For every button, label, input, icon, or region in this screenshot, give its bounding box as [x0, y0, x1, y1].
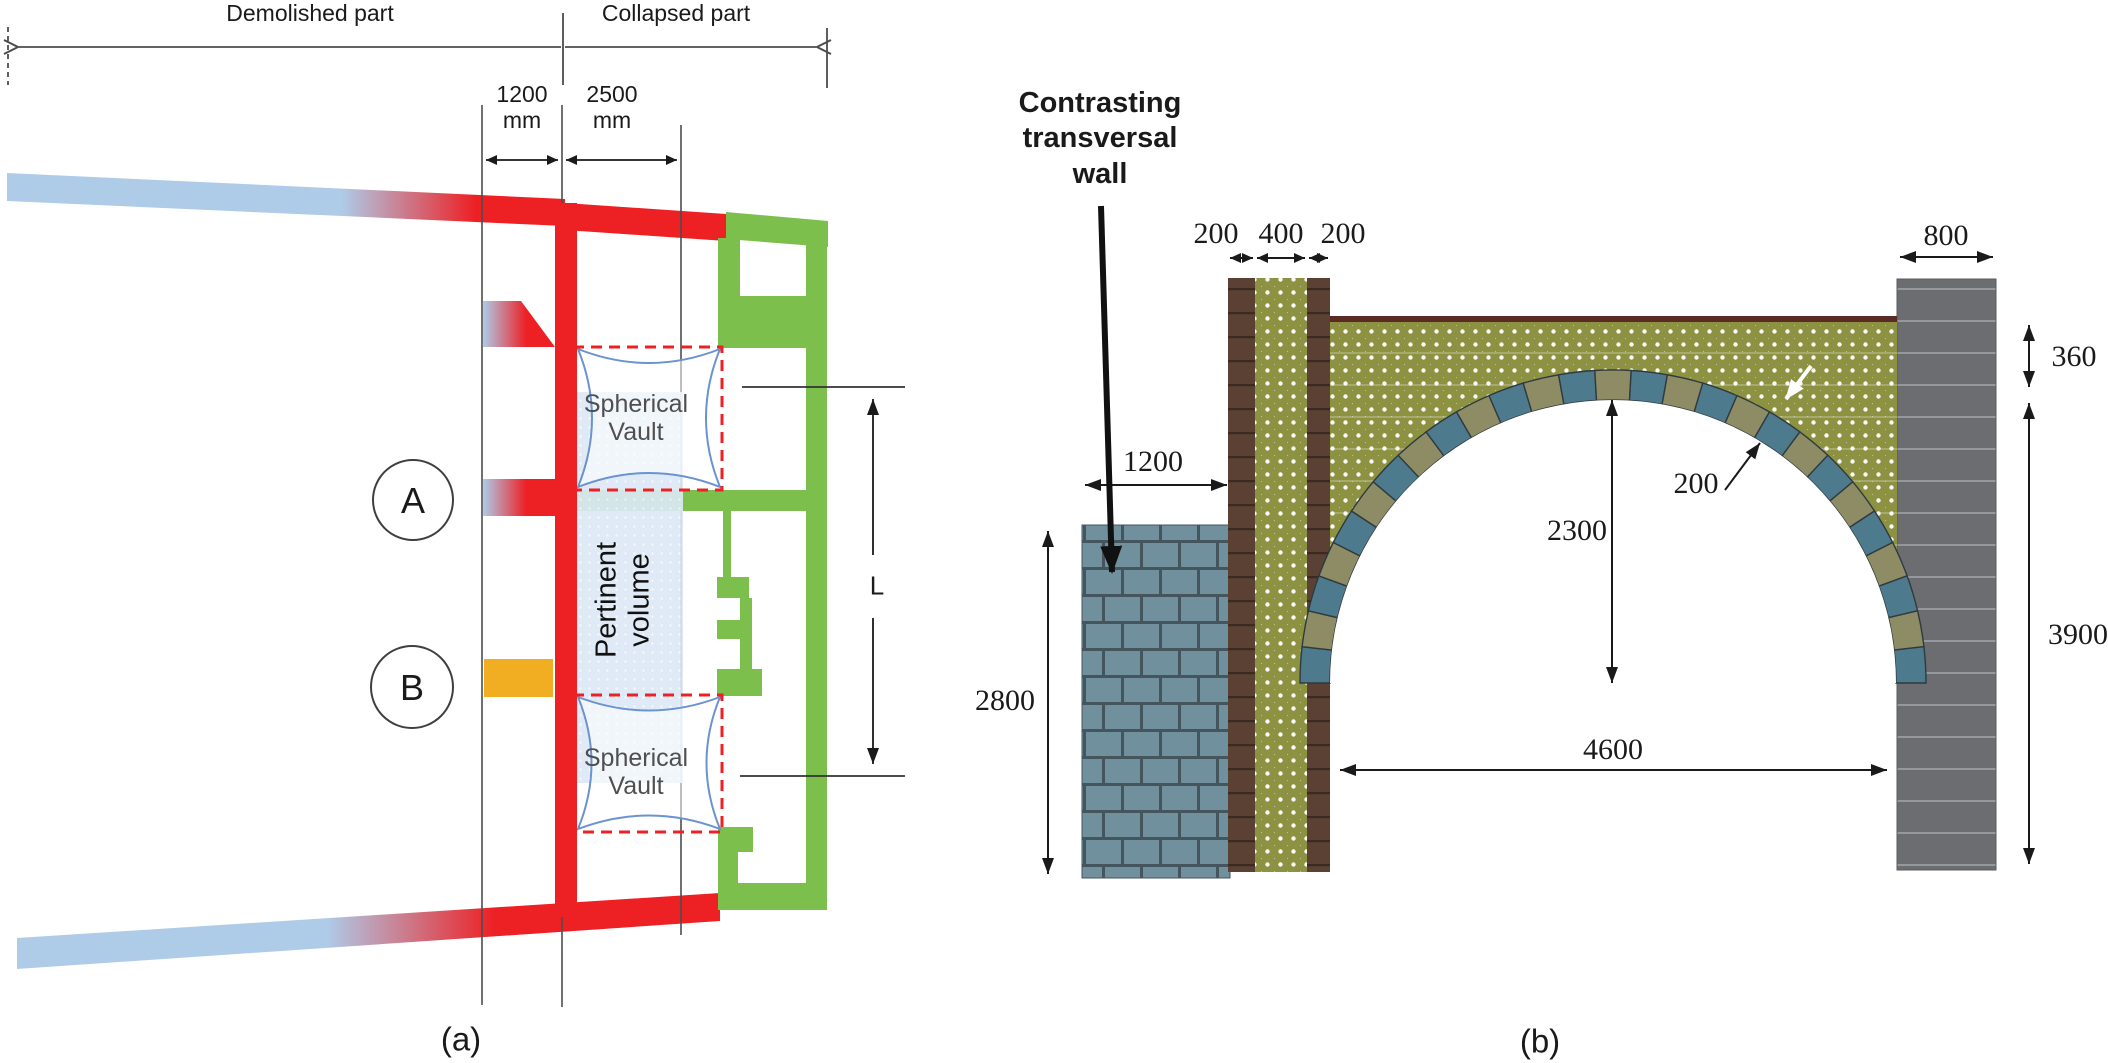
dim-200-left-label: 200 [1193, 217, 1239, 251]
panel-a-graphics [7, 13, 905, 1007]
dim-400-label: 400 [1258, 217, 1304, 251]
marker-b-label: B [399, 666, 425, 708]
dim-2500-unit: mm [592, 106, 632, 133]
annotation-line1: Contrasting [1018, 87, 1182, 119]
spherical-vault-bottom-label: Spherical Vault [584, 744, 688, 800]
pertinent-volume-label: Pertinent volume [591, 542, 658, 658]
spandrel-cap [1330, 316, 1897, 322]
demolished-part-label: Demolished part [226, 0, 394, 26]
caption-b: (b) [1519, 1022, 1561, 1060]
annotation-line3: wall [1072, 157, 1128, 190]
pertinent-line2: volume [624, 553, 656, 647]
top-wall-band [7, 173, 565, 226]
voussoir-block [1628, 369, 1669, 406]
voussoir-block [1893, 645, 1927, 684]
right-pier [1896, 278, 1997, 871]
mid-gradient-bar [483, 479, 555, 516]
dim-2800-label: 2800 [975, 684, 1035, 718]
vault-top-outline [576, 347, 722, 489]
bottom-wall-band [17, 893, 720, 969]
dim-1200-label: 1200 [1123, 445, 1183, 479]
caption-a: (a) [440, 1020, 482, 1058]
marker-a-circle [372, 459, 454, 541]
dim-L-label: L [869, 570, 885, 601]
panel-b-dimensions [1042, 205, 2035, 874]
top-wedge [483, 301, 555, 347]
vault-bottom-line2: Vault [608, 772, 664, 800]
wall-connection-markers [483, 301, 555, 697]
voussoir-block [1594, 369, 1632, 402]
vault-bottom-outline [576, 695, 722, 831]
voussoir-block [1887, 609, 1925, 651]
contrasting-wall-annotation: Contrasting transversal wall [1019, 86, 1182, 192]
collapsed-structure [573, 212, 828, 910]
spherical-vaults [576, 347, 722, 831]
dim-2300-label: 2300 [1547, 514, 1607, 548]
white-arrow [1784, 364, 1813, 401]
dim-200-ring-label: 200 [1673, 467, 1719, 501]
vault-top-line2: Vault [608, 418, 664, 446]
voussoir-block [1299, 645, 1333, 684]
section-markers [370, 459, 454, 729]
arch-voussoir-ring [1299, 369, 1927, 684]
spherical-vault-top-label: Spherical Vault [584, 390, 688, 446]
panel-b-graphics [1042, 205, 2035, 879]
dim-1200-unit: mm [502, 106, 542, 133]
dim-2500-value: 2500 [586, 81, 638, 107]
red-top-beam [565, 203, 726, 241]
orange-bar [484, 659, 553, 697]
marker-b-circle [370, 645, 454, 729]
voussoir-block [1557, 369, 1598, 406]
vault-bottom-line1: Spherical [583, 744, 689, 772]
red-wall [555, 203, 577, 917]
dim-1200mm-label: 1200 mm [496, 81, 548, 134]
transversal-wall [1081, 524, 1231, 879]
pertinent-line1: Pertinent [590, 541, 623, 659]
dim-4600-label: 4600 [1583, 733, 1643, 767]
dim-360-label: 360 [2051, 340, 2097, 374]
annotation-arrow [1098, 205, 1123, 574]
central-pier [1228, 278, 1330, 872]
dim-800-label: 800 [1923, 219, 1969, 253]
dim-2500mm-label: 2500 mm [586, 81, 638, 134]
dim-1200-value: 1200 [496, 81, 548, 107]
annotation-line2: transversal [1022, 122, 1178, 155]
vault-top-line1: Spherical [583, 390, 689, 418]
marker-a-label: A [400, 479, 426, 521]
collapsed-part-label: Collapsed part [601, 0, 751, 26]
dim-200-right-label: 200 [1320, 217, 1366, 251]
dim-3900-label: 3900 [2048, 618, 2108, 652]
panel-a-dimensions [8, 13, 905, 777]
